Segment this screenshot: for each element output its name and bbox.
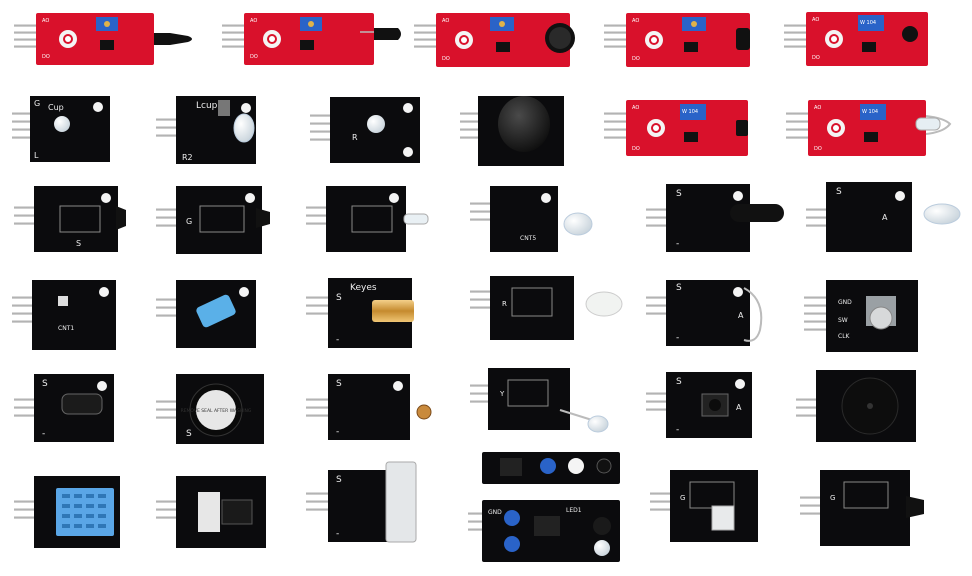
svg-text:AO: AO: [632, 18, 639, 24]
module-r3c5: S -: [646, 184, 784, 252]
svg-text:G: G: [186, 217, 192, 226]
svg-text:GND: GND: [838, 299, 852, 306]
module-r1c2: AO DO: [222, 13, 401, 65]
module-r4c2: [156, 280, 256, 348]
module-r2c3: R: [310, 97, 420, 163]
joystick-knob: [498, 96, 550, 152]
svg-text:G: G: [830, 494, 835, 502]
svg-text:R: R: [352, 133, 358, 142]
svg-text:DO: DO: [250, 54, 258, 60]
svg-text:AO: AO: [632, 105, 639, 111]
svg-text:Y: Y: [499, 390, 505, 398]
svg-text:G: G: [680, 494, 685, 502]
cnt1-label: CNT1: [58, 325, 74, 332]
module-r1c3: AO DO: [414, 13, 575, 67]
module-r3c3: [306, 186, 429, 252]
module-r5c2: REMOVE SEAL AFTER WASHING S: [156, 374, 264, 444]
svg-text:A: A: [882, 213, 888, 222]
svg-text:-: -: [336, 427, 339, 437]
svg-text:W 104: W 104: [682, 109, 698, 115]
module-r1c4: AO DO: [604, 13, 750, 67]
svg-text:S: S: [676, 189, 682, 199]
cnt5-label: CNT5: [520, 235, 536, 242]
module-r2c5: W 104 AO DO: [604, 100, 748, 156]
svg-text:-: -: [676, 239, 679, 249]
svg-text:S: S: [42, 379, 48, 389]
svg-text:SW: SW: [838, 317, 848, 324]
lcup-label: Lcup: [196, 101, 218, 111]
svg-text:-: -: [676, 333, 679, 343]
svg-text:-: -: [336, 529, 339, 539]
svg-text:CLK: CLK: [838, 333, 851, 340]
svg-text:R: R: [502, 300, 507, 308]
module-r1c1: AO DO: [14, 13, 192, 65]
pot-code: W 104: [860, 20, 876, 26]
module-r1c5: W 104 AO DO: [784, 12, 928, 66]
svg-text:S: S: [676, 283, 682, 293]
keyes-label: Keyes: [350, 283, 377, 293]
module-r6c3: S -: [306, 461, 417, 543]
svg-text:S: S: [76, 239, 81, 248]
module-r4c5: S A -: [646, 280, 763, 346]
svg-text:DO: DO: [814, 146, 822, 152]
module-r5c5: S A -: [646, 372, 752, 438]
module-r4c4: R: [470, 276, 623, 340]
module-r6c1: [14, 476, 120, 548]
svg-text:S: S: [676, 377, 682, 387]
do-label: DO: [42, 54, 50, 60]
svg-text:DO: DO: [812, 55, 820, 61]
svg-text:DO: DO: [442, 56, 450, 62]
ao-label: AO: [42, 18, 49, 24]
module-r3c6: S A: [806, 182, 961, 252]
module-r5c3: S -: [306, 374, 432, 440]
module-r3c4: CNT5: [470, 186, 593, 252]
svg-text:G: G: [34, 99, 40, 108]
module-r5c6: [796, 370, 916, 442]
module-r6c6: G: [800, 470, 924, 546]
module-r6c4b: GND LED1: [468, 500, 620, 562]
module-r4c1: CNT1: [12, 280, 116, 350]
module-r3c2: G: [156, 186, 270, 254]
svg-text:S: S: [186, 429, 192, 439]
svg-text:DO: DO: [632, 56, 640, 62]
svg-text:-: -: [336, 335, 339, 345]
svg-text:A: A: [738, 311, 744, 320]
cup-label: Cup: [48, 103, 64, 112]
remove-seal-label: REMOVE SEAL AFTER WASHING: [181, 408, 252, 414]
module-r3c1: S: [14, 186, 126, 252]
svg-text:AO: AO: [814, 105, 821, 111]
svg-text:AO: AO: [812, 17, 819, 23]
svg-text:S: S: [336, 379, 342, 389]
module-r2c2: Lcup R2: [156, 96, 256, 164]
module-r5c1: S -: [14, 374, 114, 442]
svg-text:-: -: [676, 425, 679, 435]
svg-text:AO: AO: [250, 18, 257, 24]
module-r5c4: Y: [470, 368, 609, 433]
svg-text:R2: R2: [182, 153, 193, 162]
svg-text:W 104: W 104: [862, 109, 878, 115]
svg-text:DO: DO: [632, 146, 640, 152]
module-r6c5: G: [650, 470, 758, 542]
svg-text:AO: AO: [442, 18, 449, 24]
svg-text:A: A: [736, 403, 742, 412]
module-r4c3: Keyes S -: [306, 278, 414, 348]
svg-text:L: L: [34, 151, 39, 160]
module-r2c4: [460, 96, 564, 166]
module-r2c1: Cup G L: [12, 96, 110, 162]
svg-text:S: S: [336, 293, 342, 303]
svg-text:LED1: LED1: [566, 507, 582, 514]
module-r6c4a: [482, 452, 620, 484]
svg-text:GND: GND: [488, 509, 502, 516]
module-r2c6: W 104 AO DO: [786, 100, 952, 156]
svg-text:S: S: [836, 187, 842, 197]
svg-text:-: -: [42, 429, 45, 439]
module-r4c6: GND SW CLK: [804, 280, 918, 352]
svg-text:S: S: [336, 475, 342, 485]
module-r6c2: [156, 476, 266, 548]
